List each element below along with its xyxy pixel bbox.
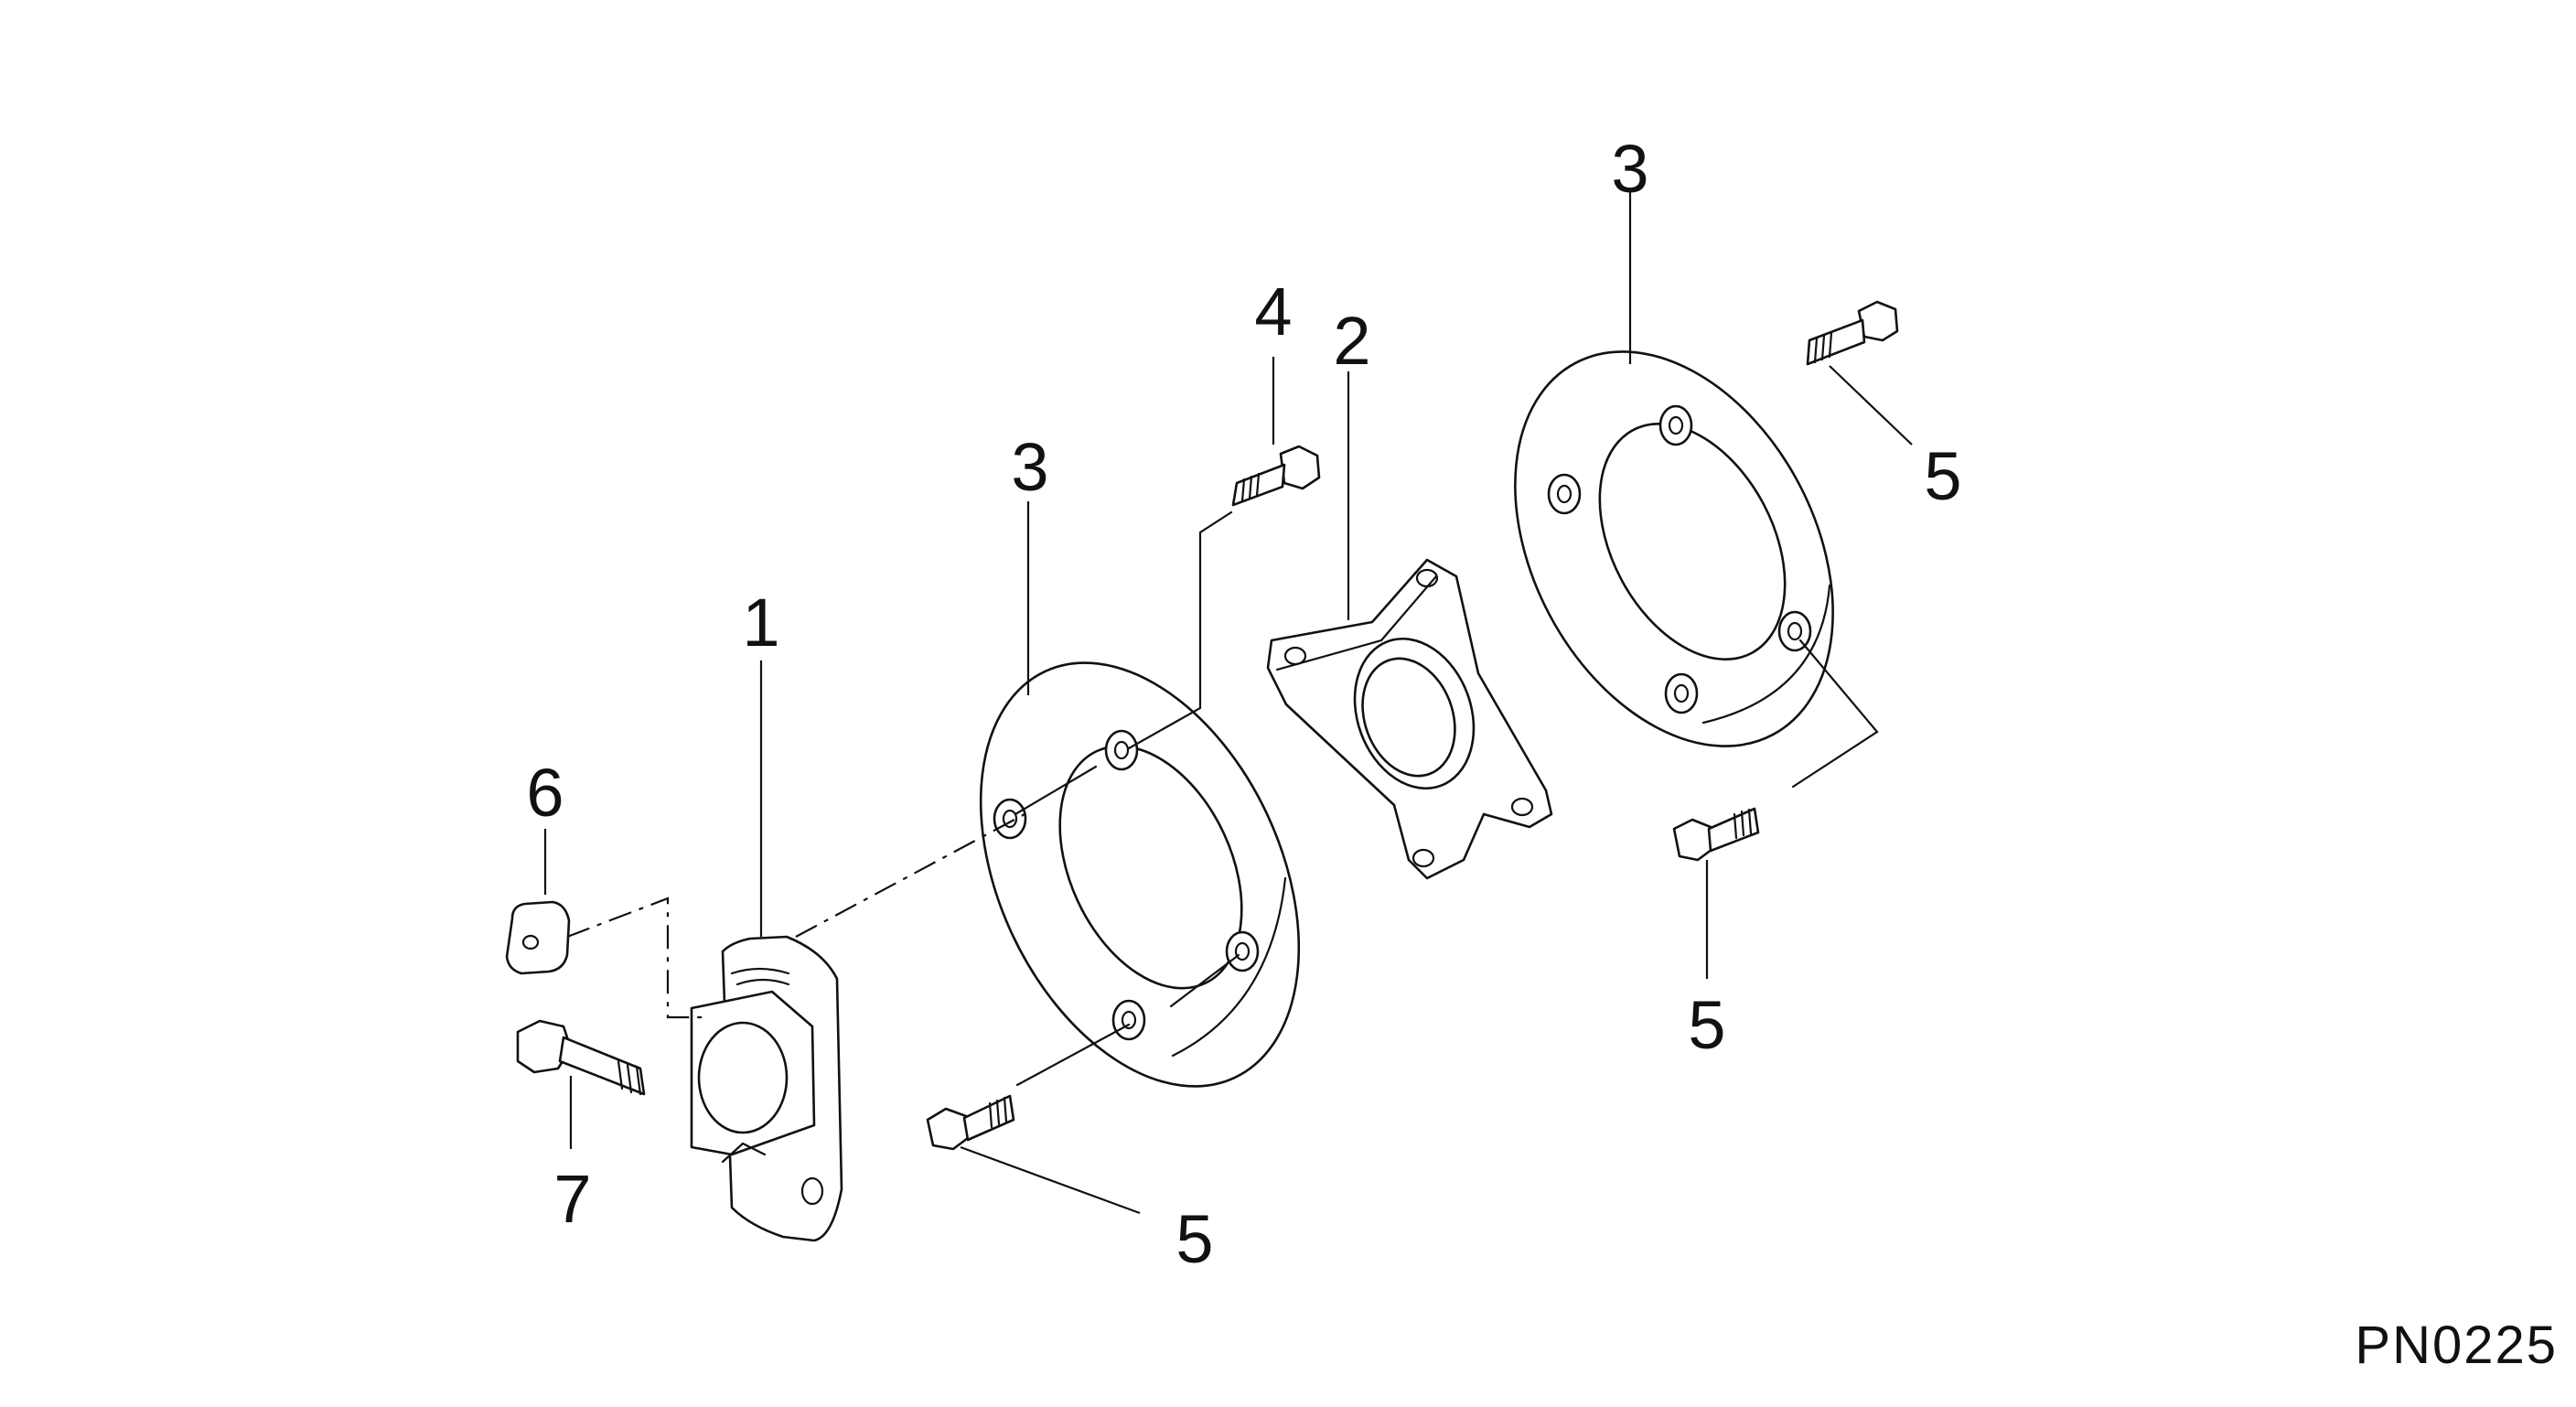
callout-5-upper-right: 5 [1924, 438, 1961, 514]
diamond-flange [1266, 558, 1553, 880]
ring-plate-right [1514, 350, 1834, 747]
callout-2: 2 [1333, 303, 1370, 379]
callout-1: 1 [742, 585, 779, 661]
bolt [1806, 300, 1899, 366]
bolt [516, 1019, 646, 1096]
callout-6: 6 [526, 755, 564, 831]
callout-3-left: 3 [1011, 429, 1048, 505]
bracket [690, 935, 843, 1242]
ring-bolt-holes [1547, 404, 1812, 714]
callout-5-lower-right: 5 [1688, 987, 1725, 1063]
callout-5-bottom: 5 [1175, 1201, 1213, 1277]
assembly-centerlines [566, 510, 1879, 1087]
bolt [926, 1094, 1015, 1151]
callout-3-right: 3 [1611, 131, 1648, 207]
bolt [1231, 445, 1321, 507]
nut [505, 900, 571, 975]
bolt [1672, 807, 1760, 862]
callouts: 1 2 3 3 4 5 5 5 6 7 [526, 131, 1961, 1277]
ring-plate-left [979, 661, 1301, 1088]
callout-7: 7 [553, 1161, 591, 1237]
ring-bolt-holes [993, 729, 1260, 1041]
leader-lines [543, 190, 1913, 1215]
callout-4: 4 [1254, 274, 1292, 349]
figure-id: PN0225 [2355, 1316, 2558, 1375]
